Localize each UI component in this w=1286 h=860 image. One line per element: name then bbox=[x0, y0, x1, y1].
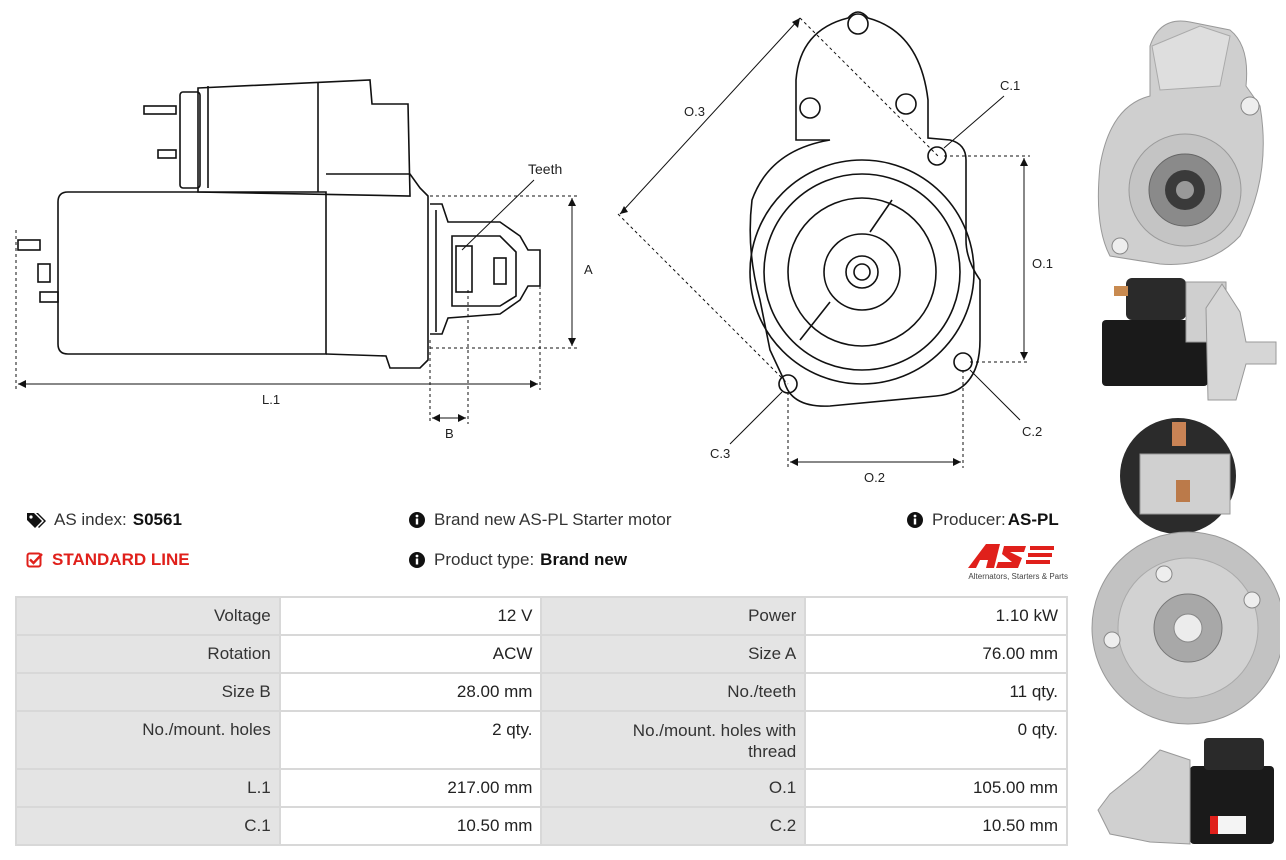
table-row: Size B 28.00 mm No./teeth 11 qty. bbox=[17, 674, 1066, 710]
label-teeth: Teeth bbox=[528, 161, 562, 177]
as-logo-mark bbox=[968, 544, 1054, 568]
product-type-label: Product type: bbox=[434, 550, 535, 569]
info-icon bbox=[409, 552, 425, 568]
description: Brand new AS-PL Starter motor bbox=[408, 510, 671, 530]
as-index: AS index: S0561 bbox=[26, 510, 182, 530]
spec-value: 11 qty. bbox=[806, 674, 1066, 710]
product-photo-front-angle bbox=[1097, 20, 1264, 265]
spec-value: 0 qty. bbox=[806, 712, 1066, 768]
description-text: Brand new AS-PL Starter motor bbox=[434, 510, 672, 529]
pinion-housing bbox=[430, 203, 541, 335]
label-a: A bbox=[584, 262, 593, 277]
spec-value: 10.50 mm bbox=[806, 808, 1066, 844]
as-pl-logo: Alternators, Starters & Parts bbox=[964, 540, 1068, 584]
as-index-label: AS index: bbox=[54, 510, 127, 529]
technical-drawing: Teeth A L.1 B bbox=[15, 11, 1053, 485]
spec-label: Rotation bbox=[17, 636, 279, 672]
producer-label: Producer: bbox=[932, 510, 1006, 529]
product-photo-rear bbox=[1091, 418, 1280, 725]
spec-value: ACW bbox=[280, 636, 541, 672]
spec-label: L.1 bbox=[17, 770, 279, 806]
label-o2: O.2 bbox=[864, 470, 885, 485]
tags-icon bbox=[27, 513, 46, 528]
spec-value: 2 qty. bbox=[280, 712, 541, 768]
spec-label: C.1 bbox=[17, 808, 279, 844]
product-photo-label-side bbox=[1097, 738, 1274, 845]
product-type-value: Brand new bbox=[540, 550, 628, 569]
table-row: C.1 10.50 mm C.2 10.50 mm bbox=[17, 808, 1066, 844]
spec-value: 1.10 kW bbox=[806, 598, 1066, 634]
info-icon bbox=[409, 512, 425, 528]
spec-value: 105.00 mm bbox=[806, 770, 1066, 806]
as-index-value: S0561 bbox=[132, 510, 182, 529]
spec-label: C.2 bbox=[542, 808, 805, 844]
table-row: Rotation ACW Size A 76.00 mm bbox=[17, 636, 1066, 672]
label-l1: L.1 bbox=[262, 392, 280, 407]
table-row: Voltage 12 V Power 1.10 kW bbox=[17, 598, 1066, 634]
spec-value: 217.00 mm bbox=[280, 770, 541, 806]
product-photo-side bbox=[1102, 278, 1277, 401]
table-row: No./mount. holes 2 qty. No./mount. holes… bbox=[17, 712, 1066, 768]
label-c2: C.2 bbox=[1022, 424, 1042, 439]
label-c3: C.3 bbox=[710, 446, 730, 461]
product-type: Product type: Brand new bbox=[408, 550, 627, 570]
spec-label: Size A bbox=[542, 636, 805, 672]
motor-body-outline bbox=[57, 191, 327, 355]
spec-value: 76.00 mm bbox=[806, 636, 1066, 672]
standard-line-label: STANDARD LINE bbox=[52, 550, 190, 569]
label-c1: C.1 bbox=[1000, 78, 1020, 93]
label-o1: O.1 bbox=[1032, 256, 1053, 271]
table-row: L.1 217.00 mm O.1 105.00 mm bbox=[17, 770, 1066, 806]
standard-line: STANDARD LINE bbox=[26, 550, 190, 570]
producer-value: AS-PL bbox=[1007, 510, 1059, 529]
spec-value: 28.00 mm bbox=[280, 674, 541, 710]
spec-label: No./mount. holes with thread bbox=[542, 712, 805, 768]
logo-tagline: Alternators, Starters & Parts bbox=[968, 572, 1068, 581]
spec-label: No./mount. holes bbox=[17, 712, 279, 768]
solenoid-outline bbox=[197, 79, 411, 197]
spec-value: 10.50 mm bbox=[280, 808, 541, 844]
producer: Producer: AS-PL bbox=[906, 510, 1059, 530]
spec-value: 12 V bbox=[280, 598, 541, 634]
spec-label: No./teeth bbox=[542, 674, 805, 710]
label-o3: O.3 bbox=[684, 104, 705, 119]
spec-table: Voltage 12 V Power 1.10 kW Rotation ACW … bbox=[15, 596, 1068, 846]
info-icon bbox=[907, 512, 923, 528]
housing-outer-circle bbox=[749, 159, 975, 385]
spec-label: Power bbox=[542, 598, 805, 634]
spec-label: Size B bbox=[17, 674, 279, 710]
spec-label: O.1 bbox=[542, 770, 805, 806]
spec-label: Voltage bbox=[17, 598, 279, 634]
checkbox-checked-icon bbox=[26, 552, 43, 568]
label-b: B bbox=[445, 426, 454, 441]
